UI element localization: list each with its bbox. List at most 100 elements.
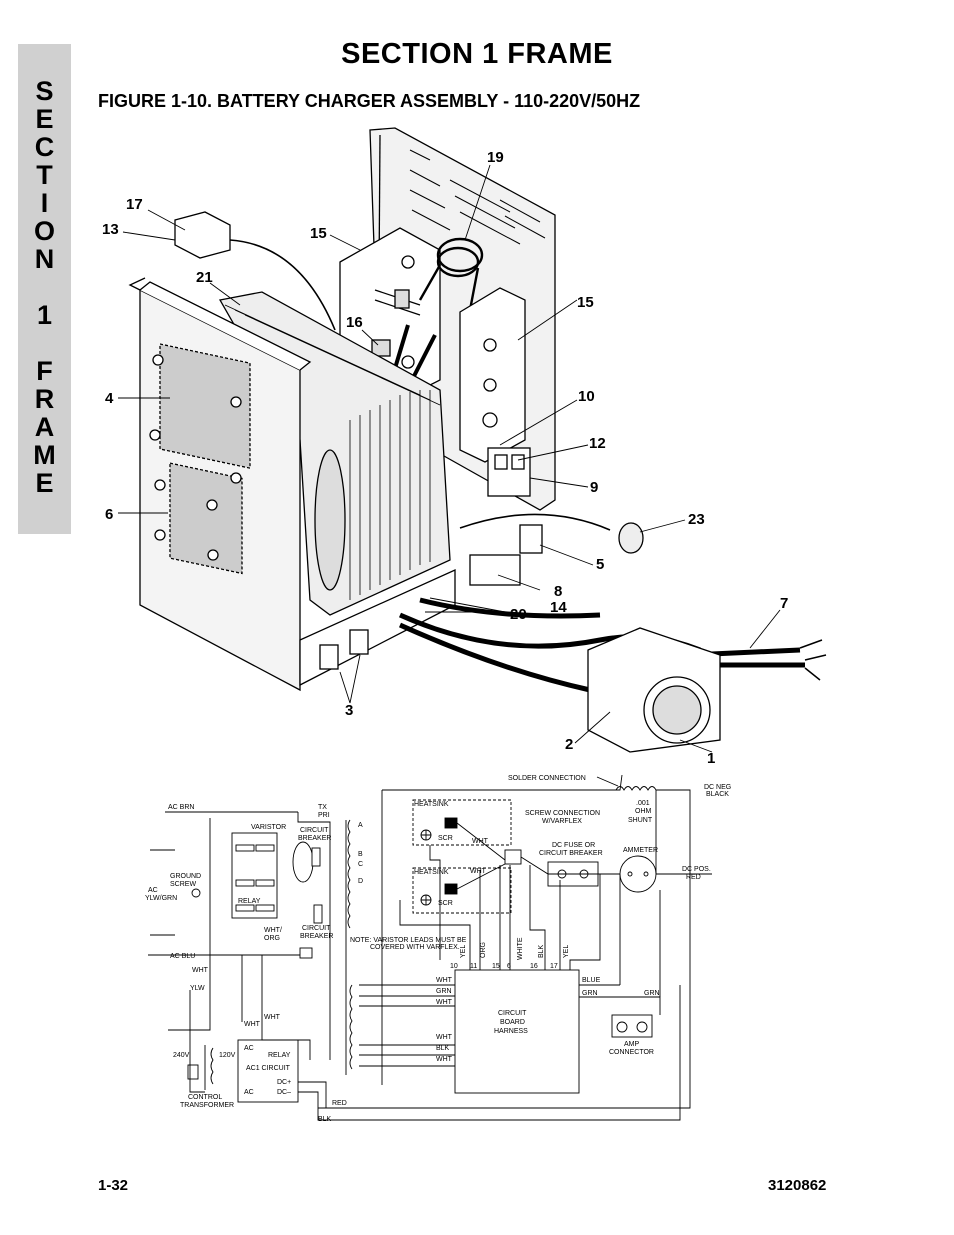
circuit-breaker-1 (311, 847, 321, 867)
scr-label: SCR (438, 835, 453, 842)
shunt-label: SHUNT (628, 817, 653, 824)
pin-label: 6 (507, 963, 511, 970)
relay-ac1-circuit (237, 1039, 299, 1103)
shunt-label: .001 (636, 800, 650, 807)
note-label: NOTE: VARISTOR LEADS MUST BE (350, 937, 467, 944)
wht-org-label: ORG (264, 935, 280, 942)
relay-ac1-label: AC1 CIRCUIT (246, 1065, 291, 1072)
side-tab-letter: N (34, 244, 55, 274)
switch-left (319, 644, 339, 670)
tx-label: TX (318, 804, 327, 811)
scr-label: SCR (438, 900, 453, 907)
ac-label: AC (244, 1045, 254, 1052)
figure-title: FIGURE 1-10. BATTERY CHARGER ASSEMBLY - … (98, 91, 641, 111)
dc-minus-label: DC– (277, 1089, 291, 1096)
wht-label: WHT (436, 999, 453, 1006)
ammeter-label: AMMETER (623, 847, 658, 854)
callout-9: 9 (590, 479, 598, 496)
ac-label: AC (244, 1089, 254, 1096)
terminal-label: D (358, 878, 363, 885)
wht-label: WHT (470, 868, 487, 875)
ground-screw-label: GROUND (170, 873, 201, 880)
heatsink-box-1 (412, 799, 512, 846)
black-label: BLACK (706, 791, 729, 798)
callout-8: 8 (554, 583, 562, 600)
amp-connector-label: CONNECTOR (609, 1049, 654, 1056)
page-number: 1-32 (98, 1177, 129, 1194)
side-tab-letter: 1 (36, 300, 53, 330)
heatsink-box-2 (412, 867, 512, 914)
dc-fuse-label: CIRCUIT BREAKER (539, 850, 603, 857)
callout-5: 5 (596, 556, 604, 573)
amp-connector-label: AMP (624, 1041, 640, 1048)
wht-label: WHT (244, 1021, 261, 1028)
varistor-label: VARISTOR (251, 824, 286, 831)
callout-15: 15 (310, 225, 327, 242)
callout-21: 21 (196, 269, 213, 286)
terminal-label: A (358, 822, 363, 829)
callout-12: 12 (589, 435, 606, 452)
side-tab-letter: A (34, 412, 55, 442)
wire-color-label: WHITE (517, 937, 524, 960)
dc-plus-label: DC+ (277, 1079, 291, 1086)
harness-label: HARNESS (494, 1028, 528, 1035)
wht-label: WHT (264, 1014, 281, 1021)
terminal-label: B (358, 851, 363, 858)
ac-blu-label: AC BLU (170, 953, 195, 960)
wht-label: WHT (436, 1034, 453, 1041)
side-tab-letter: I (40, 188, 49, 218)
screw-connection-label: W/VARFLEX (542, 818, 582, 825)
wht-org-label: WHT/ (264, 927, 282, 934)
side-tab-letter: S (35, 76, 54, 106)
relay-box (231, 832, 278, 919)
tx-label: PRI (318, 812, 330, 819)
side-tab-letter: O (33, 216, 55, 246)
callout-7: 7 (780, 595, 788, 612)
control-transformer-label: TRANSFORMER (180, 1102, 234, 1109)
amp-connector (611, 1014, 653, 1038)
wht-label: WHT (472, 838, 489, 845)
callout-13: 13 (102, 221, 119, 238)
varistor (292, 841, 314, 883)
callout-19: 19 (487, 149, 504, 166)
blk-label: BLK (436, 1045, 450, 1052)
side-tab-letter: E (35, 468, 54, 498)
switch-right (349, 629, 369, 655)
right-heatsink (459, 287, 526, 463)
harness-label: CIRCUIT (498, 1010, 527, 1017)
terminal-label: C (358, 861, 363, 868)
circuit-board-4 (159, 343, 251, 469)
harness-label: BOARD (500, 1019, 525, 1026)
ac-ylwgrn-label: AC (148, 887, 158, 894)
screw-connection-label: SCREW CONNECTION (525, 810, 600, 817)
ac-brn-label: AC BRN (168, 804, 194, 811)
note-label: COVERED WITH VARFLEX. (370, 944, 460, 951)
pin-label: 15 (492, 963, 500, 970)
heatsink-label: HEATSINK (414, 801, 449, 808)
section-title: SECTION 1 FRAME (341, 38, 613, 70)
shunt-label: OHM (635, 808, 652, 815)
side-tab-letter: F (36, 356, 53, 386)
section-side-tab: S E C T I O N 1 F R A M E (18, 44, 71, 534)
callout-6: 6 (105, 506, 113, 523)
wire-color-label: ORG (480, 942, 487, 958)
callout-1: 1 (707, 750, 715, 767)
callout-3: 3 (345, 702, 353, 719)
dc-fuse-label: DC FUSE OR (552, 842, 595, 849)
ground-screw-label: SCREW (170, 881, 196, 888)
grn-label: GRN (644, 990, 660, 997)
side-tab-letter: C (34, 132, 55, 162)
document-number: 3120862 (768, 1177, 827, 1194)
circuit-breaker-2 (313, 904, 323, 924)
side-tab-letter: T (36, 160, 53, 190)
ammeter (619, 855, 657, 893)
v240-label: 240V (173, 1052, 190, 1059)
ylw-label: YLW (190, 985, 205, 992)
grn-label: GRN (582, 990, 598, 997)
pin-label: 11 (470, 963, 477, 970)
pin-label: 10 (450, 963, 458, 970)
callout-17: 17 (126, 196, 143, 213)
circuit-breaker-label: CIRCUIT (302, 925, 331, 932)
indicator-lens (618, 522, 644, 554)
